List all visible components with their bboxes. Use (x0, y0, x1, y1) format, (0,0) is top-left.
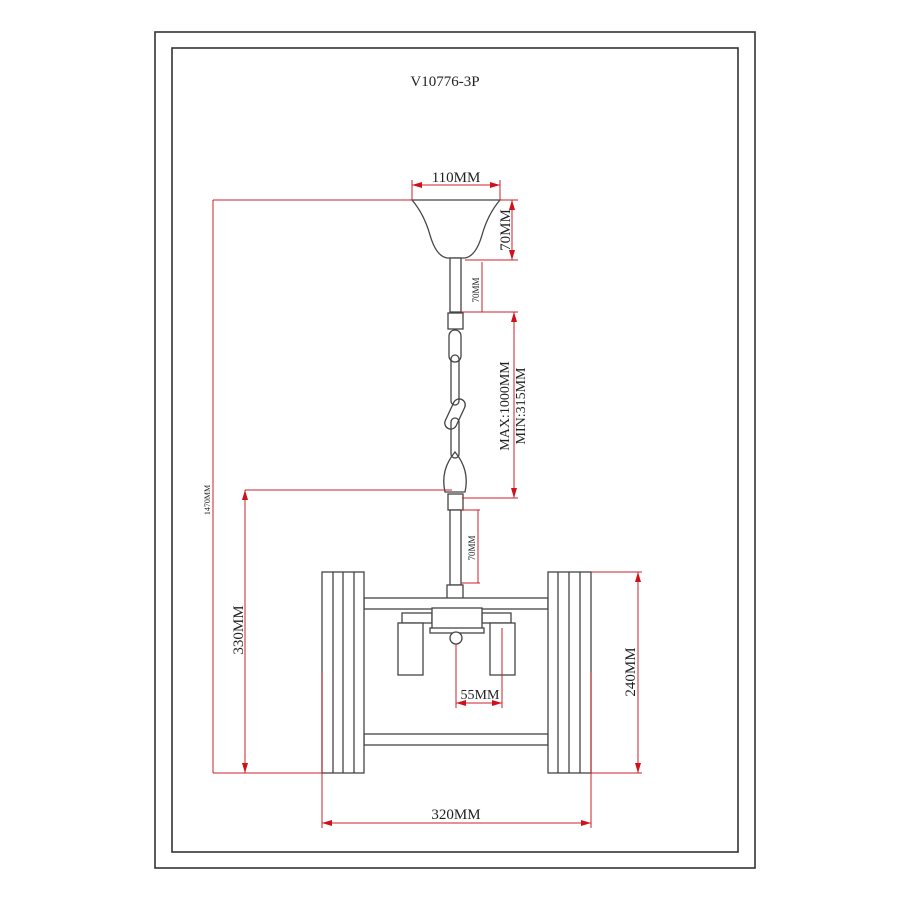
frame-bottom-bar (363, 733, 549, 746)
right-arm (481, 612, 512, 624)
chain (443, 329, 467, 493)
top-rod (449, 257, 462, 313)
label-chain-max: MAX:1000MM (498, 361, 513, 451)
model-title: V10776-3P (410, 74, 479, 90)
label-chain-min: MIN:315MM (514, 367, 529, 445)
label-total-height: 1470MM (203, 485, 212, 515)
label-top-rod: 70MM (471, 277, 481, 302)
label-body-height: 330MM (231, 605, 247, 654)
finial (449, 631, 463, 645)
lower-connector (447, 493, 464, 511)
label-frame-height: 240MM (623, 647, 639, 696)
left-lamp-shade (397, 622, 424, 676)
top-connector (447, 312, 464, 330)
left-side-panel (321, 571, 365, 774)
inner-border (171, 47, 739, 853)
label-width: 320MM (431, 807, 480, 823)
outer-border (154, 31, 756, 869)
frame-top-bar (363, 597, 549, 610)
label-canopy-height: 70MM (498, 209, 514, 251)
rod-block (446, 584, 464, 600)
dimension-lines (212, 180, 642, 828)
label-lower-rod: 70MM (467, 535, 477, 560)
label-canopy-width: 110MM (432, 170, 481, 186)
hook (443, 450, 467, 493)
label-lamp-spacing: 55MM (461, 688, 500, 703)
right-side-panel (547, 571, 592, 774)
lower-rod (449, 509, 462, 586)
dimension-labels: 110MM 70MM 70MM MAX:1000MM MIN:315MM 147… (203, 170, 639, 823)
left-arm (401, 612, 433, 624)
canopy (410, 199, 502, 259)
chandelier (321, 199, 592, 774)
